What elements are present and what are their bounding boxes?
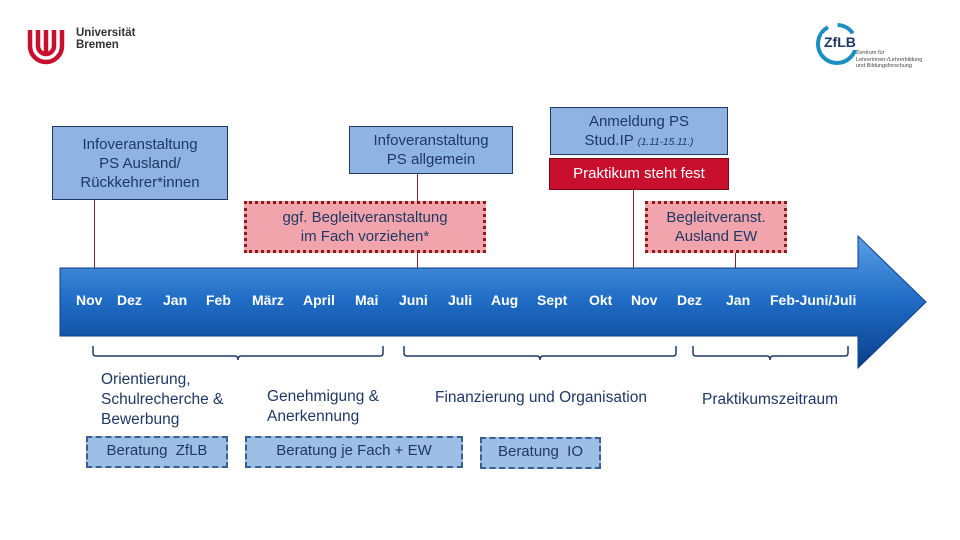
phase-orientierung-line1: Orientierung, [101,371,191,388]
month-feb: Feb [206,292,231,308]
beratung-io-box: Beratung IO [480,437,601,469]
month-mai: Mai [355,292,379,308]
month-okt: Okt [589,292,613,308]
phase-orientierung-line2: Schulrecherche & [101,391,224,408]
brace-praktikum [692,346,849,361]
zflb-subtitle-line1: Zentrum für [856,50,885,56]
month-maerz: März [252,292,284,308]
anmeldung-line2: Stud.IP (1.11-15.11.) [551,131,727,152]
zflb-subtitle-line3: und Bildungsforschung [856,63,912,69]
begleit-fach-line1: ggf. Begleitveranstaltung [282,209,448,226]
month-dez-2: Dez [677,292,702,308]
anmeldung-dates: (1.11-15.11.) [637,137,694,148]
zflb-logo: ZfLB [816,23,860,65]
phase-genehmigung-line1: Genehmigung & [267,388,380,405]
month-juli: Juli [448,292,473,308]
phase-genehmigung: Genehmigung & Anerkennung [267,387,379,427]
month-jan-1: Jan [163,292,188,308]
begleit-ausland-line2: Ausland EW [674,228,758,245]
phase-praktikum: Praktikumszeitraum [702,391,839,408]
anmeldung-line1: Anmeldung PS [588,113,690,130]
month-nov-1: Nov [76,292,103,308]
month-dez-1: Dez [117,292,142,308]
info-allgemein-box: Infoveranstaltung PS allgemein [349,126,513,174]
beratung-fach-label: Beratung je Fach + EW [276,442,432,459]
university-name-line2: Bremen [76,39,119,51]
brace-finanzierung [403,346,677,361]
begleit-fach-box: ggf. Begleitveranstaltung im Fach vorzie… [244,201,486,253]
beratung-io-label: Beratung IO [497,443,584,460]
info-allgemein-line2: PS allgemein [386,151,476,168]
anmeldung-box: Anmeldung PS Stud.IP (1.11-15.11.) [550,107,728,155]
begleit-ausland-box: Begleitveranst. Ausland EW [645,201,787,253]
month-sept: Sept [537,292,568,308]
phase-orientierung-line3: Bewerbung [101,411,180,428]
praktikum-fest-label: Praktikum steht fest [573,165,705,182]
phase-finanzierung: Finanzierung und Organisation [435,389,647,406]
phase-genehmigung-line2: Anerkennung [267,408,360,425]
month-aug: Aug [491,292,519,308]
month-jan-2: Jan [726,292,751,308]
connector-anmeldung [633,190,634,268]
month-nov-2: Nov [631,292,658,308]
begleit-fach-line2: im Fach vorziehen* [300,228,430,245]
month-feb-juni-juli: Feb-Juni/Juli [770,292,857,308]
brace-orientierung-genehmigung [92,346,384,361]
university-name-line1: Universität [76,27,136,39]
zflb-logo-text: ZfLB [824,34,856,50]
beratung-zflb-box: Beratung ZfLB [86,436,228,468]
month-april: April [303,292,335,308]
info-ausland-line2: PS Ausland/ [99,155,181,172]
university-name: Universität Bremen [76,27,135,51]
beratung-zflb-label: Beratung ZfLB [106,442,208,459]
info-ausland-line3: Rückkehrer*innen [80,174,200,191]
phase-orientierung: Orientierung, Schulrecherche & Bewerbung [101,370,223,430]
info-ausland-box: Infoveranstaltung PS Ausland/ Rückkehrer… [52,126,228,200]
praktikum-fest-box: Praktikum steht fest [549,158,729,190]
university-bremen-logo [27,30,65,65]
beratung-fach-box: Beratung je Fach + EW [245,436,463,468]
month-juni: Juni [399,292,428,308]
zflb-subtitle-line2: Lehrerinnen-/Lehrerbildung [856,56,923,63]
begleit-ausland-line1: Begleitveranst. [666,209,766,226]
connector-info-ausland [94,200,95,268]
info-ausland-line1: Infoveranstaltung [82,136,198,153]
info-allgemein-line1: Infoveranstaltung [373,132,489,149]
anmeldung-line2-text: Stud.IP [584,132,634,149]
connector-begleit-ausland [735,252,736,268]
